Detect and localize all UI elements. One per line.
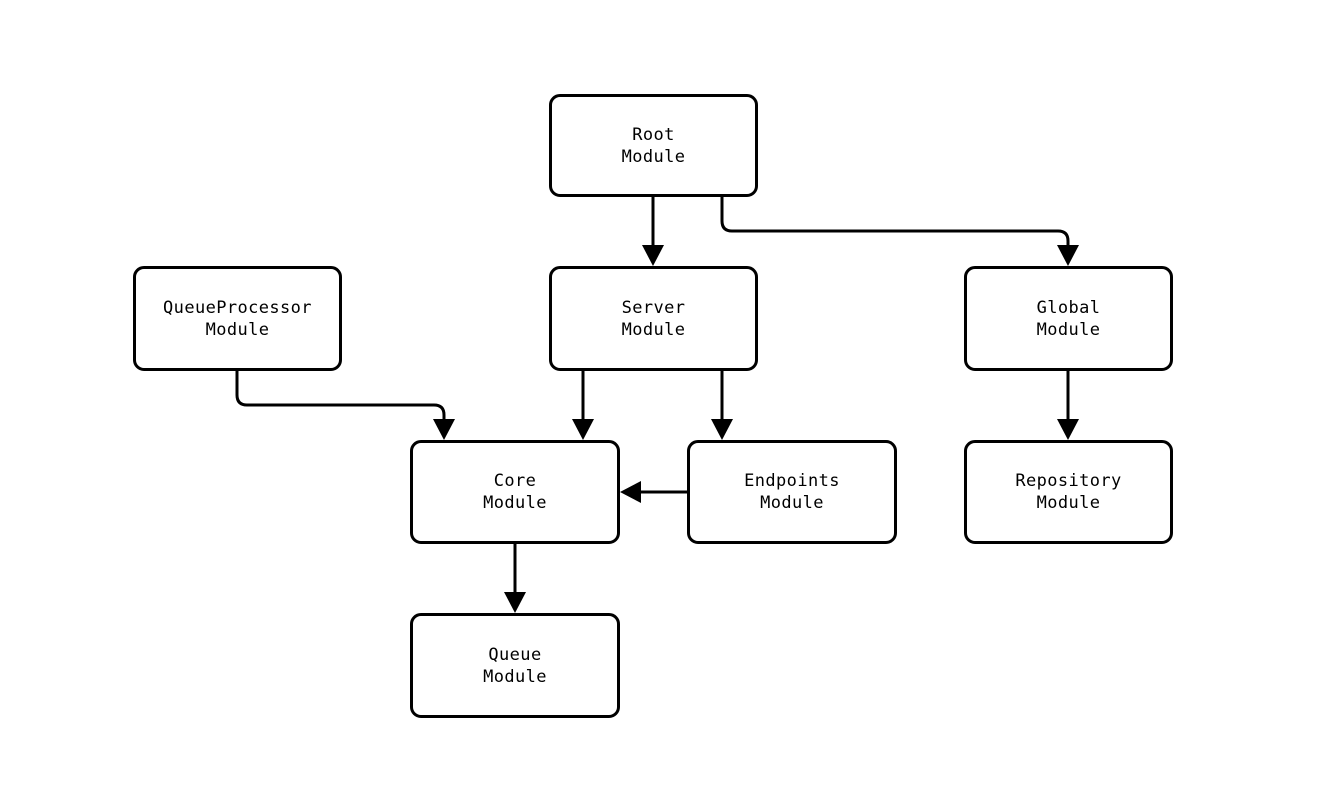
core-module-label-line2: Module	[483, 493, 547, 513]
edge-queueprocessor-to-core-line	[235, 371, 446, 426]
endpoints-module-node[interactable]: Endpoints Module	[687, 440, 897, 544]
edge-server-to-endpoints-arrowhead	[711, 419, 733, 440]
server-module-node[interactable]: Server Module	[549, 266, 758, 371]
edge-server-to-core-arrowhead	[572, 419, 594, 440]
edge-root-to-global-arrowhead	[1057, 245, 1079, 266]
global-module-node[interactable]: Global Module	[964, 266, 1173, 371]
repository-module-label-line2: Module	[1036, 493, 1101, 513]
root-module-label-line1: Root	[632, 124, 675, 145]
core-module-label-line1: Core	[493, 471, 537, 491]
repository-module-label-line1: Repository	[1015, 471, 1122, 491]
core-module-node[interactable]: Core Module	[410, 440, 620, 544]
server-module-label-line1: Server	[621, 297, 686, 318]
queue-module-label-line1: Queue	[488, 644, 542, 665]
queueprocessor-module-node[interactable]: QueueProcessor Module	[133, 266, 342, 371]
global-module-label-line2: Module	[1036, 319, 1101, 340]
queue-module-label-line2: Module	[483, 666, 547, 687]
edge-root-to-global-line	[720, 197, 1070, 252]
endpoints-module-label-line1: Endpoints	[744, 471, 840, 491]
queueprocessor-module-label-line2: Module	[205, 319, 270, 340]
edge-endpoints-to-core-arrowhead	[620, 481, 641, 503]
queueprocessor-module-label-line1: QueueProcessor	[163, 297, 312, 318]
queue-module-node[interactable]: Queue Module	[410, 613, 620, 718]
root-module-node[interactable]: Root Module	[549, 94, 758, 197]
repository-module-node[interactable]: Repository Module	[964, 440, 1173, 544]
edge-global-to-repository-arrowhead	[1057, 419, 1079, 440]
endpoints-module-label-line2: Module	[760, 493, 824, 513]
server-module-label-line2: Module	[621, 319, 686, 340]
edge-root-to-server-arrowhead	[642, 245, 664, 266]
edge-core-to-queue-arrowhead	[504, 592, 526, 613]
global-module-label-line1: Global	[1036, 297, 1101, 318]
root-module-label-line2: Module	[621, 146, 686, 167]
edge-queueprocessor-to-core-arrowhead	[433, 419, 455, 440]
